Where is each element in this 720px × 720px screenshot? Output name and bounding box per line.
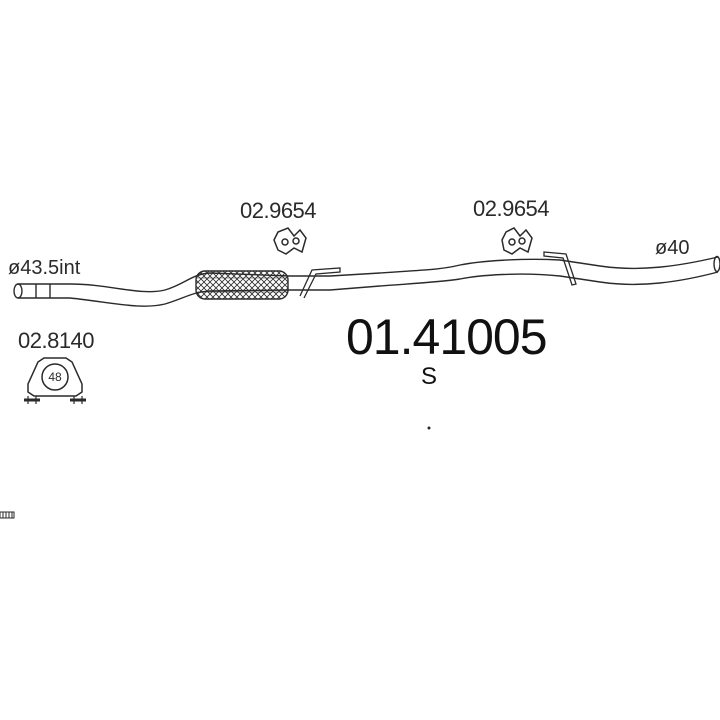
clamp-icon xyxy=(24,357,86,404)
main-part-number: 01.41005 xyxy=(346,309,548,365)
hanger-part-number-1: 02.9654 xyxy=(240,198,317,223)
rubber-hanger-icon-2 xyxy=(501,227,533,255)
pipe-upper-edge xyxy=(18,256,719,293)
exhaust-pipe xyxy=(13,255,720,307)
stray-dot xyxy=(427,426,431,430)
inlet-end xyxy=(13,283,23,299)
pipe-bracket-1 xyxy=(299,267,341,299)
pipe-lower-edge xyxy=(18,271,719,307)
outlet-end xyxy=(713,255,720,273)
inlet-diameter-label: ø43.5int xyxy=(8,257,81,279)
clamp-size-label: 48 xyxy=(48,370,62,384)
hanger-part-number-2: 02.9654 xyxy=(473,196,550,221)
clamp-part-number: 02.8140 xyxy=(18,328,95,353)
flex-pipe xyxy=(195,270,289,300)
pipe-bracket-2 xyxy=(543,251,577,286)
inlet-sleeve xyxy=(35,284,51,298)
rubber-hanger-icon-1 xyxy=(273,227,307,255)
outlet-diameter-label: ø40 xyxy=(655,237,690,259)
variant-label: S xyxy=(421,363,438,390)
edge-marker xyxy=(0,511,15,519)
